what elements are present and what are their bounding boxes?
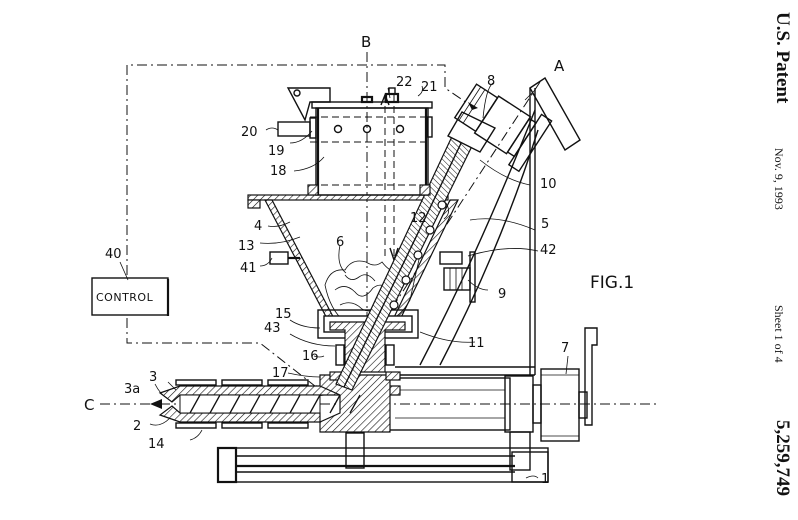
label-17: 17 [272,366,289,381]
label-axis-b: B [361,33,371,51]
label-42: 42 [540,243,557,258]
label-4: 4 [254,219,262,234]
control-label: CONTROL [96,291,154,304]
label-6: 6 [336,235,344,250]
control-box: CONTROL [91,277,170,316]
label-16: 16 [302,349,319,364]
base-frame [216,431,549,484]
label-1: 1 [541,472,549,487]
label-3: 3 [149,370,157,385]
label-axis-c: C [84,396,94,414]
leader-lines [119,82,569,479]
label-12: 12 [410,211,427,226]
feed-screw-tube [335,111,497,391]
label-43: 43 [264,321,281,336]
label-20: 20 [241,125,258,140]
label-22: 22 [396,75,413,90]
label-41: 41 [240,261,257,276]
label-11: 11 [468,336,485,351]
label-13: 13 [238,239,255,254]
label-14: 14 [148,437,165,452]
reference-labels: B A C 22 21 8 20 19 18 10 12 5 4 6 13 42… [84,33,634,487]
label-axis-a: A [554,57,565,75]
extruder-barrel [150,374,401,433]
label-40: 40 [105,247,122,262]
hopper [247,194,476,331]
label-19: 19 [268,144,285,159]
motor-8 [453,83,553,173]
flow-arrows [380,93,399,263]
label-8: 8 [487,74,495,89]
label-9: 9 [498,287,506,302]
label-15: 15 [275,307,292,322]
label-18: 18 [270,164,287,179]
label-10: 10 [540,177,557,192]
drive-housing [387,327,598,442]
label-5: 5 [541,217,549,232]
label-7: 7 [561,341,569,356]
label-2: 2 [133,419,141,434]
figure-title: FIG.1 [590,273,634,293]
bracket-a [529,76,581,152]
dosing-unit [277,87,433,196]
label-21: 21 [421,80,438,95]
label-3a: 3a [124,382,140,397]
